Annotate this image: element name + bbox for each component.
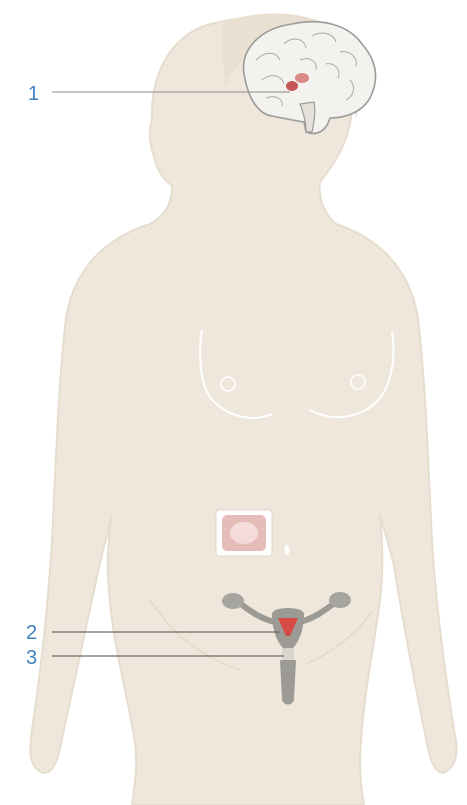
patch-center bbox=[230, 522, 258, 544]
vaginal-canal bbox=[280, 660, 296, 705]
body-outline bbox=[30, 18, 456, 805]
navel bbox=[285, 545, 290, 555]
pituitary-gland bbox=[286, 81, 298, 91]
hormone-patch-illustration bbox=[216, 510, 272, 556]
cervix bbox=[282, 648, 294, 662]
ovary-right bbox=[329, 592, 351, 608]
callout-number-1: 1 bbox=[28, 83, 39, 105]
callout-labels: 1 2 3 bbox=[26, 83, 39, 669]
ovary-left bbox=[222, 593, 244, 609]
hypothalamus bbox=[295, 73, 309, 83]
callout-number-2: 2 bbox=[26, 622, 37, 644]
callout-number-3: 3 bbox=[26, 647, 37, 669]
body-silhouette bbox=[30, 13, 456, 805]
